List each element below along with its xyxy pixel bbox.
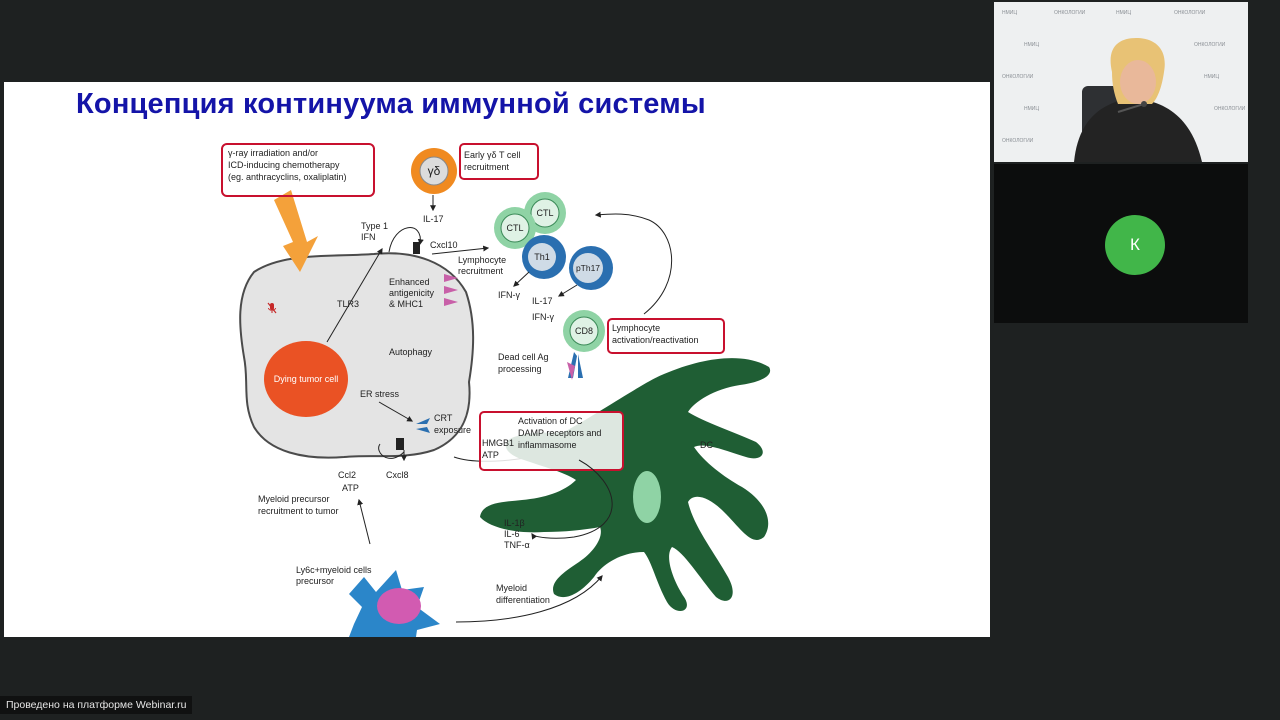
label-myeloid-diff-1: Myeloid bbox=[496, 583, 527, 593]
label-dc: DC bbox=[700, 440, 713, 450]
label-cd8: CD8 bbox=[575, 326, 593, 336]
label-atp-dc: ATP bbox=[482, 450, 499, 460]
platform-credit[interactable]: Проведено на платформе Webinar.ru bbox=[0, 696, 193, 714]
mic-muted-icon bbox=[267, 302, 277, 314]
watermark: ОНКОЛОГИИ bbox=[1002, 74, 1034, 80]
label-hmgb1: HMGB1 bbox=[482, 438, 514, 448]
watermark: ОНКОЛОГИИ bbox=[1002, 138, 1034, 144]
label-crt-2: exposure bbox=[434, 425, 471, 435]
crt-receptors bbox=[416, 418, 430, 433]
label-pth17: pTh17 bbox=[576, 263, 600, 273]
label-myeloid-recruit-2: recruitment to tumor bbox=[258, 506, 339, 516]
label-dead-cell-2: processing bbox=[498, 364, 542, 374]
label-type1-ifn-2: IFN bbox=[361, 232, 376, 242]
immune-continuum-diagram: Dying tumor cell γ-ray irradiation and/o… bbox=[221, 143, 771, 637]
label-myeloid-recruit-1: Myeloid precursor bbox=[258, 494, 330, 504]
label-lymph-recruit-2: recruitment bbox=[458, 266, 504, 276]
dendritic-cell bbox=[480, 358, 771, 612]
myeloid-nucleus bbox=[377, 588, 421, 624]
label-tlr3: TLR3 bbox=[337, 299, 359, 309]
label-ctl-1: CTL bbox=[536, 208, 553, 218]
label-lymph-act-2: activation/reactivation bbox=[612, 335, 699, 345]
label-ly6c-1: Ly6c+myeloid cells bbox=[296, 565, 372, 575]
label-ifn-gamma-mid: IFN-γ bbox=[532, 312, 554, 322]
mhc-receptors bbox=[444, 274, 458, 306]
label-early-2: recruitment bbox=[464, 162, 510, 172]
label-ifn-gamma-left: IFN-γ bbox=[498, 290, 520, 300]
participant-initial: К bbox=[1130, 235, 1140, 254]
label-enhanced-1: Enhanced bbox=[389, 277, 430, 287]
label-gamma-delta: γδ bbox=[428, 164, 441, 178]
speaker-silhouette bbox=[1074, 38, 1202, 162]
box-early-recruitment bbox=[459, 143, 539, 180]
label-er-stress: ER stress bbox=[360, 389, 400, 399]
speaker-video[interactable]: НМИЦ ОНКОЛОГИИ НМИЦ ОНКОЛОГИИ НМИЦ ОНКОЛ… bbox=[994, 2, 1248, 162]
label-il17-mid: IL-17 bbox=[532, 296, 553, 306]
watermark: НМИЦ bbox=[1002, 10, 1018, 16]
watermark: ОНКОЛОГИИ bbox=[1054, 10, 1086, 16]
participant-avatar: К bbox=[1105, 215, 1165, 275]
label-dead-cell-1: Dead cell Ag bbox=[498, 352, 549, 362]
label-lymph-recruit-1: Lymphocyte bbox=[458, 255, 506, 265]
label-activation-1: Activation of DC bbox=[518, 416, 583, 426]
watermark: НМИЦ bbox=[1024, 106, 1040, 112]
label-myeloid-diff-2: differentiation bbox=[496, 595, 550, 605]
box-irradiation bbox=[221, 143, 375, 197]
label-irradiation-3: (eg. anthracyclins, oxaliplatin) bbox=[228, 172, 347, 182]
dying-tumor-cell bbox=[264, 341, 348, 417]
label-il17-top: IL-17 bbox=[423, 214, 444, 224]
watermark: НМИЦ bbox=[1204, 74, 1220, 80]
watermark: ОНКОЛОГИИ bbox=[1174, 10, 1206, 16]
orange-arrow bbox=[274, 190, 318, 272]
label-enhanced-3: & MHC1 bbox=[389, 299, 423, 309]
box-activation bbox=[479, 411, 624, 471]
watermark: ОНКОЛОГИИ bbox=[1194, 42, 1226, 48]
label-th1: Th1 bbox=[534, 252, 550, 262]
box-lymph-activation bbox=[607, 318, 725, 354]
label-ly6c-2: precursor bbox=[296, 576, 334, 586]
dc-nucleus bbox=[633, 471, 661, 523]
watermark: НМИЦ bbox=[1024, 42, 1040, 48]
label-autophagy: Autophagy bbox=[389, 347, 433, 357]
label-irradiation-1: γ-ray irradiation and/or bbox=[228, 148, 318, 158]
label-irradiation-2: ICD-inducing chemotherapy bbox=[228, 160, 340, 170]
label-ctl-2: CTL bbox=[506, 223, 523, 233]
label-type1-ifn-1: Type 1 bbox=[361, 221, 388, 231]
label-cxcl10: Cxcl10 bbox=[430, 240, 458, 250]
label-activation-2: DAMP receptors and bbox=[518, 428, 601, 438]
label-dying-tumor-cell: Dying tumor cell bbox=[274, 374, 339, 384]
label-cxcl8: Cxcl8 bbox=[386, 470, 409, 480]
label-ccl2: Ccl2 bbox=[338, 470, 356, 480]
presentation-slide: Концепция континуума иммунной системы Dy… bbox=[4, 82, 990, 637]
slide-title: Концепция континуума иммунной системы bbox=[76, 88, 706, 120]
label-activation-3: inflammasome bbox=[518, 440, 577, 450]
watermark: ОНКОЛОГИИ bbox=[1214, 106, 1246, 112]
label-enhanced-2: antigenicity bbox=[389, 288, 435, 298]
label-lymph-act-1: Lymphocyte bbox=[612, 323, 660, 333]
label-early-1: Early γδ T cell bbox=[464, 150, 520, 160]
label-il1b: IL-1β bbox=[504, 518, 525, 528]
label-il6: IL-6 bbox=[504, 529, 520, 539]
participant-tile[interactable]: К bbox=[994, 164, 1248, 323]
label-tnfa: TNF-α bbox=[504, 540, 530, 550]
label-crt-1: CRT bbox=[434, 413, 453, 423]
label-atp: ATP bbox=[342, 483, 359, 493]
watermark: НМИЦ bbox=[1116, 10, 1132, 16]
